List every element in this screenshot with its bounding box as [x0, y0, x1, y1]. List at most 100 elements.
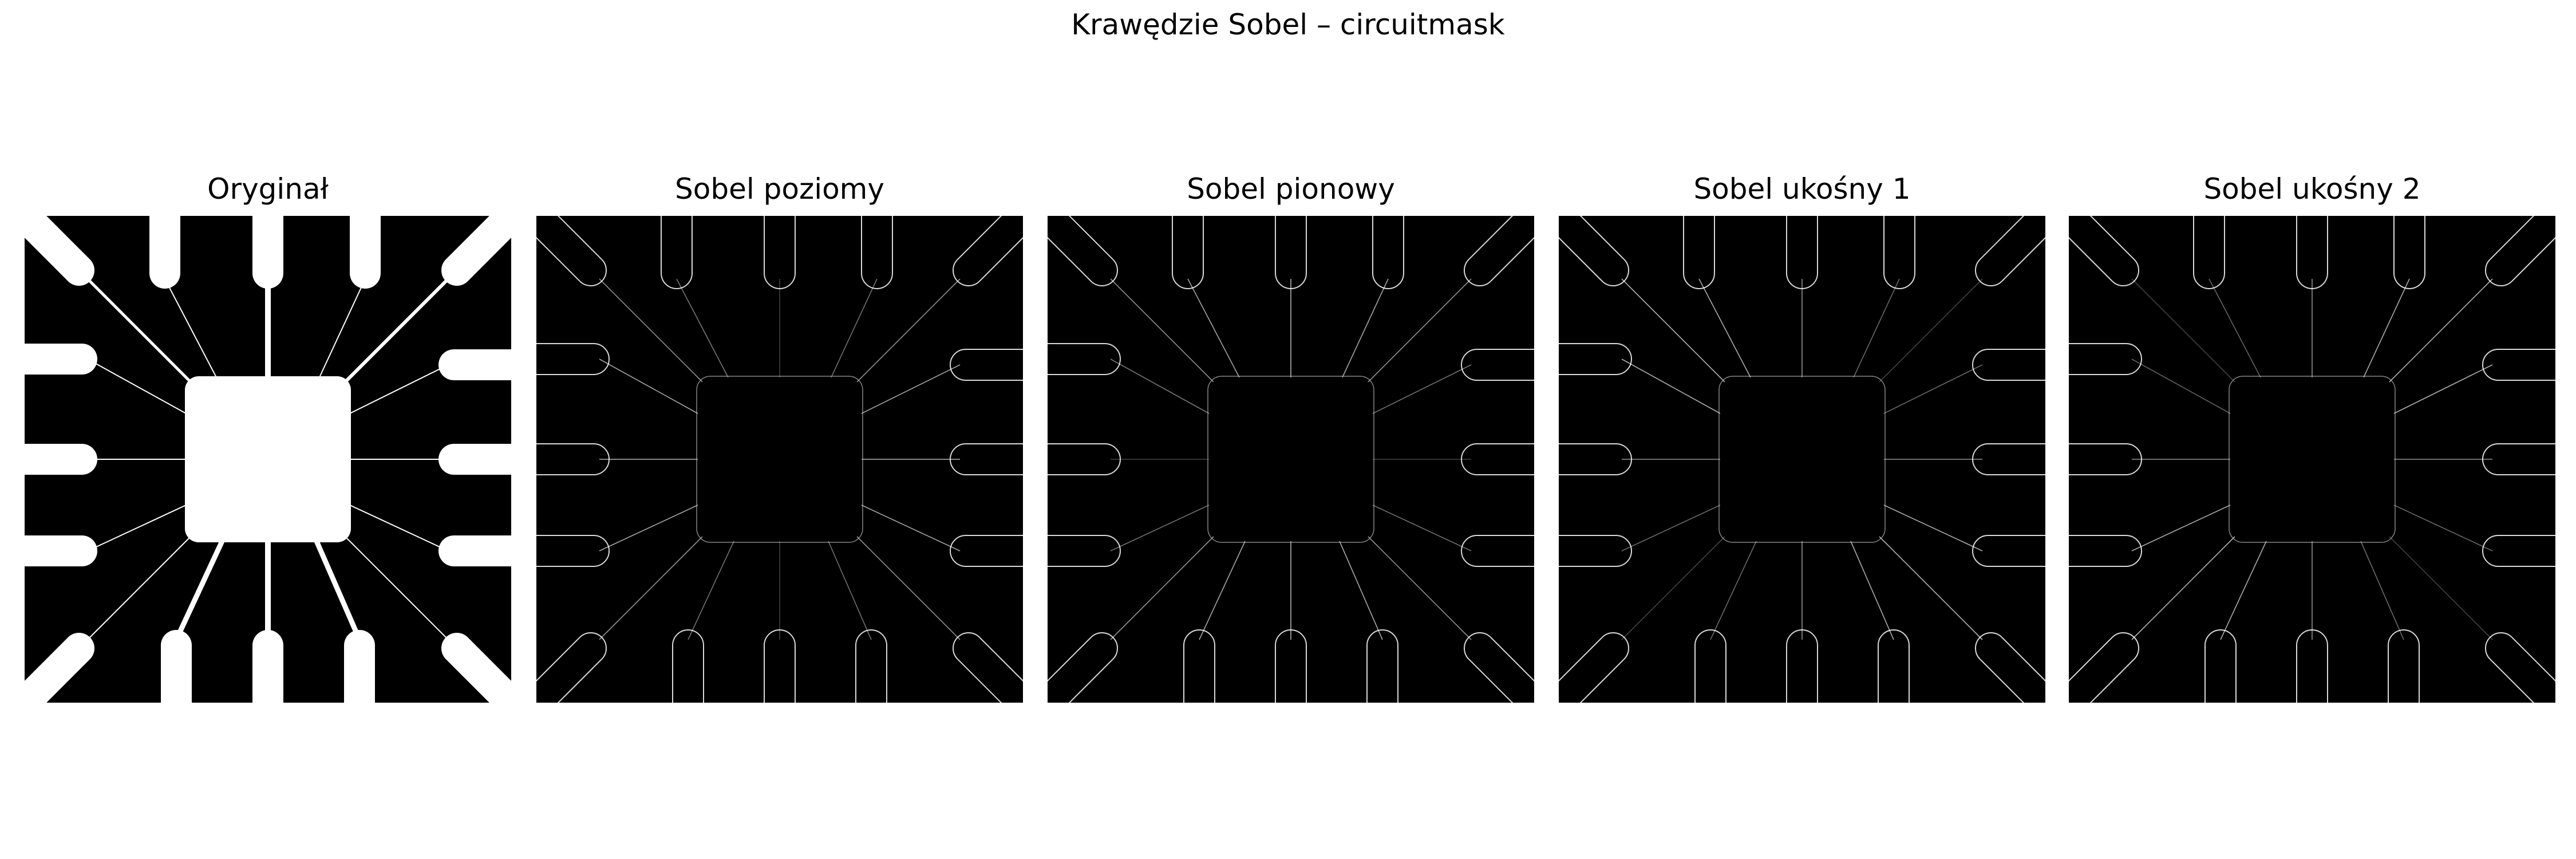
edge-pad-tip — [2482, 535, 2499, 567]
edge-pad-side — [1048, 637, 1092, 682]
edge-pad-tip — [2204, 629, 2237, 646]
edge-pad — [764, 216, 796, 289]
edge-pad-tip — [1972, 443, 1989, 475]
edge-trace — [1883, 505, 1983, 551]
edge-pad-tip — [2482, 443, 2499, 475]
edge-pad-side — [2001, 637, 2045, 682]
edge-pad-tip — [1615, 343, 1632, 375]
edge-trace — [599, 536, 703, 640]
edge-pad-tip — [1461, 535, 1477, 567]
edge-pad-tip — [950, 535, 966, 567]
edge-trace — [2220, 541, 2267, 640]
edge-pad-tip — [1464, 632, 1491, 660]
edge-pad — [2069, 632, 2139, 703]
edge-trace — [599, 505, 698, 551]
edge-chip — [696, 376, 863, 543]
edge-trace — [1879, 536, 1983, 640]
edge-pad-tip — [1372, 273, 1404, 289]
edge-pad-tip — [1461, 443, 1477, 475]
edge-pad — [536, 443, 610, 475]
edge-pad — [1786, 629, 1818, 703]
edge-pad-side — [1579, 216, 1625, 260]
edge-pad — [1461, 349, 1534, 381]
edge-trace — [1621, 536, 1725, 640]
edge-pad — [661, 216, 693, 289]
edge-pad-tip — [2296, 629, 2328, 646]
edge-pad-tip — [2482, 349, 2499, 381]
sobel-horizontal-svg — [536, 216, 1023, 703]
edge-pad — [1786, 216, 1818, 289]
edge-pad-side — [957, 659, 1002, 703]
edge-pad — [2296, 629, 2328, 703]
edge-pad-side — [979, 637, 1023, 682]
edge-pad-side — [536, 637, 580, 682]
edge-pad — [1366, 629, 1398, 703]
edge-pad-tip — [950, 443, 966, 475]
edge-trace — [1853, 278, 1900, 378]
edge-pad — [1048, 443, 1121, 475]
edge-pad — [1464, 216, 1534, 286]
edge-pad — [2069, 443, 2142, 475]
edge-pad-tip — [764, 629, 796, 646]
edge-pad-side — [1559, 637, 1603, 682]
edge-trace — [2131, 278, 2235, 383]
edge-pad-tip — [2296, 273, 2328, 289]
edge-trace — [599, 358, 698, 414]
edge-pad-tip — [2393, 273, 2425, 289]
trace — [164, 278, 217, 378]
edge-pad-tip — [2125, 343, 2142, 375]
edge-pad-tip — [1883, 273, 1915, 289]
edge-pad — [1975, 216, 2045, 286]
panel-title: Sobel pionowy — [1187, 172, 1395, 206]
edge-pad-tip — [1602, 632, 1629, 660]
edge-trace — [688, 541, 734, 640]
edge-pad — [2482, 349, 2555, 381]
edge-pad — [536, 343, 610, 375]
edge-pad — [1048, 632, 1118, 703]
edge-pad — [1972, 535, 2045, 567]
edge-pad — [1694, 629, 1726, 703]
edge-pad-tip — [861, 273, 893, 289]
edge-pad — [2069, 216, 2139, 286]
edge-pad-side — [1048, 237, 1092, 282]
trace — [343, 277, 450, 384]
edge-pad-side — [1068, 659, 1113, 703]
edge-pad — [953, 632, 1023, 703]
edge-pad — [1048, 535, 1121, 567]
edge-pad — [764, 629, 796, 703]
edge-trace — [861, 505, 961, 551]
edge-pad-tip — [1464, 259, 1491, 286]
edge-pad-tip — [1461, 349, 1477, 381]
edge-pad — [1461, 535, 1534, 567]
panel-title: Oryginał — [207, 172, 329, 206]
edge-pad-side — [1980, 659, 2025, 703]
edge-pad — [2393, 216, 2425, 289]
edge-pad — [2296, 216, 2328, 289]
edge-pad-side — [1468, 216, 1514, 260]
edge-trace — [2389, 278, 2493, 383]
trace — [349, 505, 449, 551]
panel-title: Sobel ukośny 1 — [1693, 172, 1911, 206]
edge-pad — [855, 629, 887, 703]
edge-trace — [1879, 278, 1983, 383]
edge-pad-tip — [1683, 273, 1715, 289]
edge-pad — [1972, 349, 2045, 381]
edge-trace — [1199, 541, 1246, 640]
trace — [87, 358, 187, 414]
trace — [87, 536, 191, 640]
edge-pad-side — [557, 216, 602, 260]
panel-title: Sobel ukośny 2 — [2203, 172, 2421, 206]
edge-chip — [1207, 376, 1374, 543]
edge-pad-tip — [2485, 259, 2512, 286]
edge-trace — [599, 278, 703, 383]
edge-trace — [831, 278, 878, 378]
edge-pad — [1183, 629, 1215, 703]
edge-pad — [1559, 535, 1632, 567]
edge-trace — [2393, 364, 2493, 414]
edge-trace — [1621, 505, 1721, 551]
edge-pad-tip — [1275, 273, 1307, 289]
edge-pad — [536, 632, 607, 703]
image-original — [25, 216, 511, 703]
edge-trace — [1368, 536, 1472, 640]
edge-pad — [1275, 216, 1307, 289]
